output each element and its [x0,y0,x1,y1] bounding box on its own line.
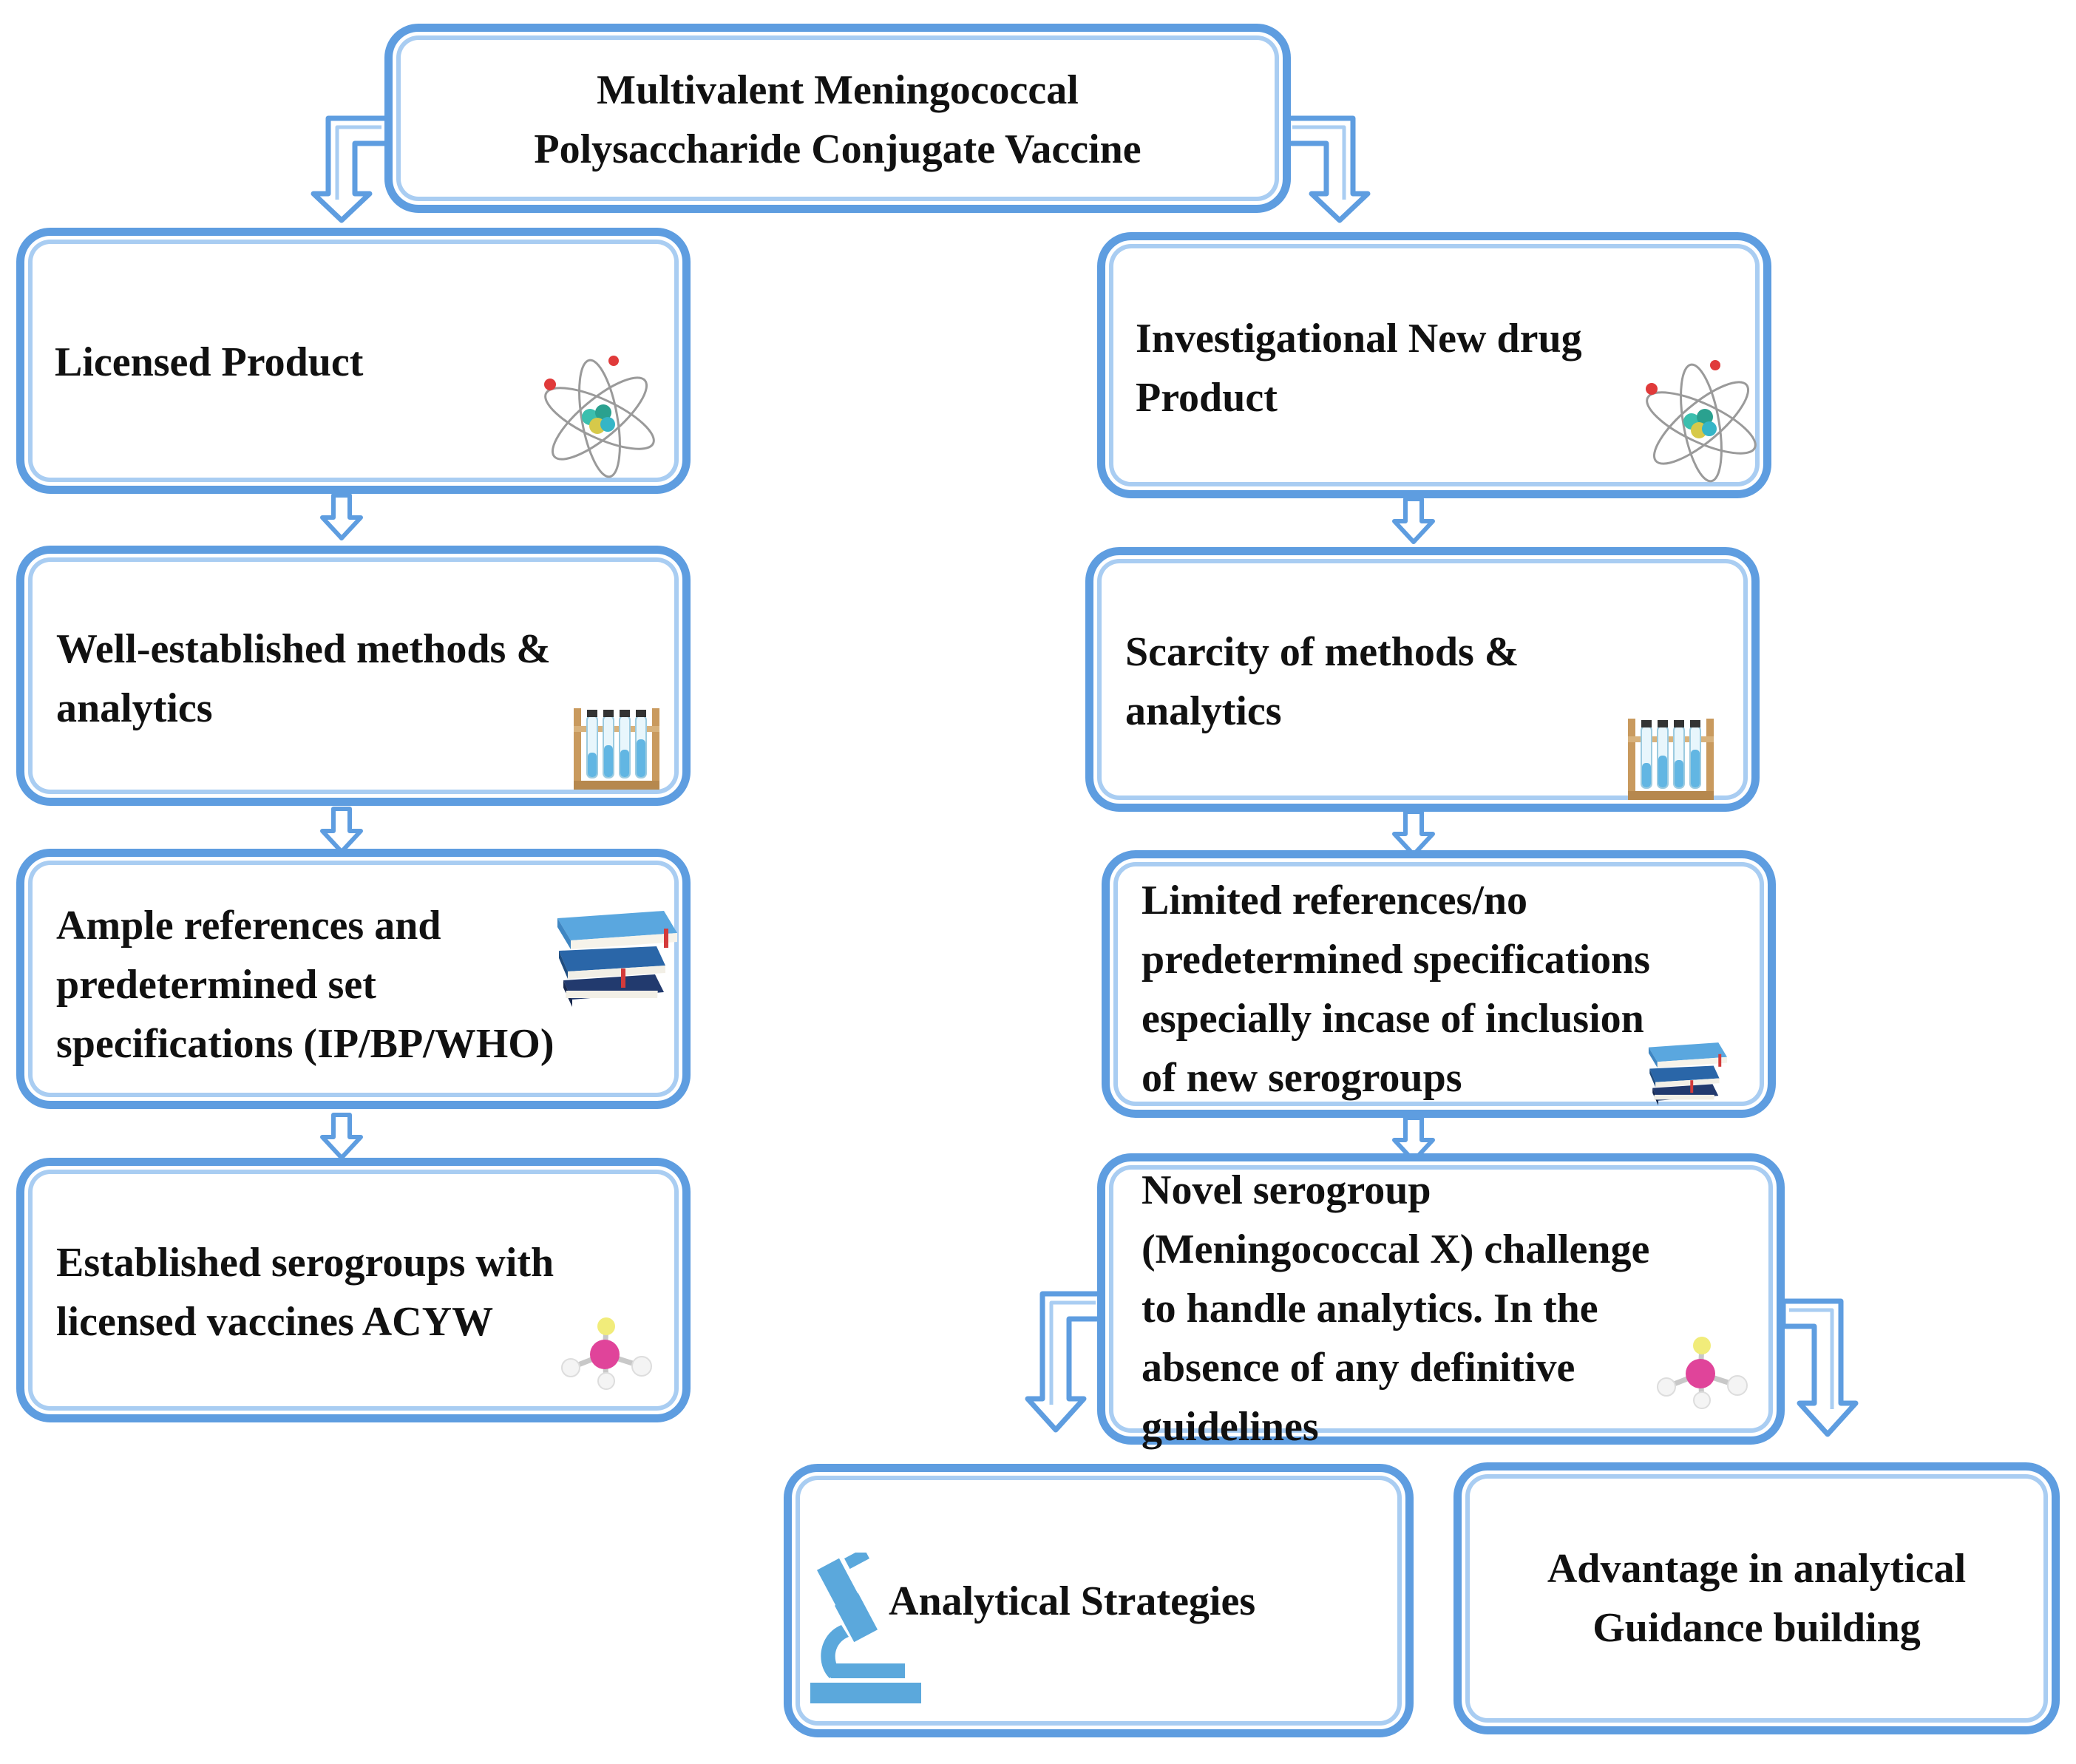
strategies-label: Analytical Strategies [889,1578,1256,1624]
arrow-novel-to-advantage [1780,1298,1859,1437]
microscope-icon [810,1553,921,1703]
serogroups-line-1: Established serogroups with [56,1240,554,1286]
advantage-line-2: Guidance building [1592,1605,1921,1651]
root-title-line-1: Multivalent Meningococcal [597,67,1079,113]
advantage-line-1: Advantage in analytical [1547,1546,1967,1592]
methods-line-1: Well-established methods & [56,626,551,672]
books-icon [557,911,677,1007]
limited-line-1: Limited references/no [1142,878,1528,923]
arrow-root-to-investigational [1283,115,1371,223]
investigational-label: Investigational New drug Product [1136,309,1582,427]
serogroups-label: Established serogroups with licensed vac… [56,1233,554,1351]
test-tube-rack-icon [574,708,659,790]
root-title: Multivalent Meningococcal Polysaccharide… [384,61,1291,179]
novel-label: Novel serogroup (Meningococcal X) challe… [1142,1161,1649,1456]
scarcity-label: Scarcity of methods & analytics [1125,623,1519,741]
serogroups-line-2: licensed vaccines ACYW [56,1299,494,1345]
test-tube-rack-icon [1628,719,1714,800]
references-line-2: predetermined set [56,962,376,1008]
serogroups-node [16,1158,691,1422]
books-icon [1648,1042,1728,1106]
investigational-node [1097,232,1771,498]
references-line-1: Ample references and [56,903,441,949]
scarcity-line-2: analytics [1125,688,1282,734]
novel-line-5: guidelines [1142,1404,1319,1450]
limited-line-2: predetermined specifications [1142,937,1650,983]
novel-line-3: to handle analytics. In the [1142,1286,1598,1332]
novel-line-1: Novel serogroup [1142,1167,1431,1213]
limited-label: Limited references/no predetermined spec… [1142,871,1650,1107]
licensed-product-label: Licensed Product [55,339,364,385]
references-label: Ample references and predetermined set s… [56,896,554,1073]
arrow-root-to-licensed [311,115,390,223]
arrow-novel-to-strategies [1025,1291,1105,1433]
root-title-line-2: Polysaccharide Conjugate Vaccine [534,126,1142,172]
arrow-methods-to-references [322,809,361,852]
limited-line-4: of new serogroups [1142,1055,1462,1101]
methods-label: Well-established methods & analytics [56,620,551,738]
arrow-scarcity-to-limited [1394,812,1433,855]
scarcity-line-1: Scarcity of methods & [1125,629,1519,675]
arrow-licensed-to-methods [322,495,361,538]
advantage-node [1453,1462,2060,1734]
molecule-icon [561,1317,652,1390]
arrow-investigational-to-scarcity [1394,499,1433,542]
arrow-references-to-serogroups [322,1115,361,1158]
methods-line-2: analytics [56,685,213,731]
advantage-label: Advantage in analytical Guidance buildin… [1453,1539,2060,1658]
references-node [16,849,691,1109]
novel-node [1097,1153,1785,1445]
novel-line-4: absence of any definitive [1142,1345,1575,1391]
investigational-line-2: Product [1136,375,1278,421]
licensed-product-node [16,228,691,494]
root-node [384,24,1291,213]
atom-icon [544,356,655,478]
references-line-3: specifications (IP/BP/WHO) [56,1021,554,1067]
molecule-icon [1657,1337,1748,1409]
limited-line-3: especially incase of inclusion [1142,996,1644,1042]
atom-icon [1646,360,1757,483]
investigational-line-1: Investigational New drug [1136,316,1582,362]
novel-line-2: (Meningococcal X) challenge [1142,1227,1650,1272]
